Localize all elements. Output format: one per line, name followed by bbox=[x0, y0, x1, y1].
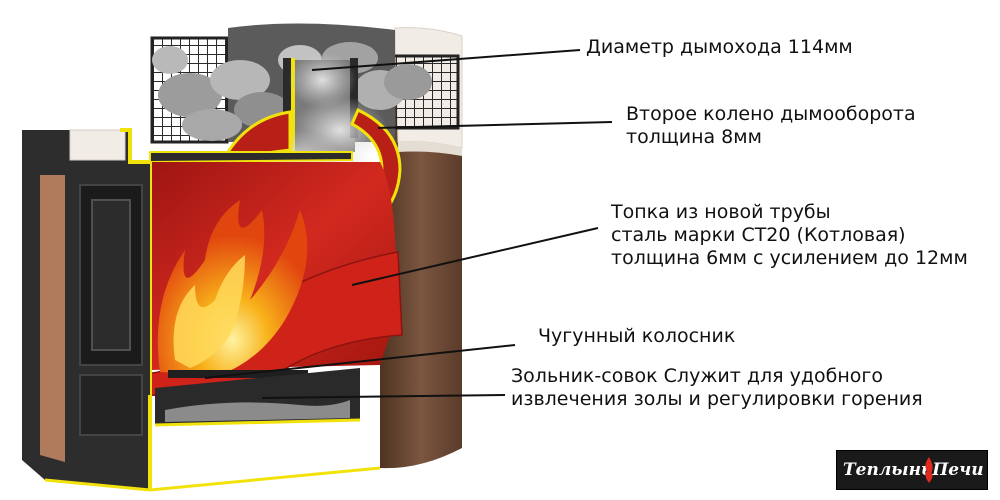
front-frame bbox=[22, 128, 381, 492]
label-grate: Чугунный колосник bbox=[538, 325, 735, 348]
leader-grate bbox=[204, 344, 516, 379]
label-line: Диаметр дымохода 114мм bbox=[586, 36, 853, 58]
logo-text-part2: Печи bbox=[932, 460, 984, 480]
label-second-knee: Второе колено дымооборота толщина 8мм bbox=[626, 103, 916, 149]
label-line: толщина 8мм bbox=[626, 126, 762, 148]
firebox-top-plate bbox=[149, 151, 353, 164]
logo-text-part1: Теплынь bbox=[843, 460, 933, 480]
leader-ash-pan bbox=[261, 394, 506, 399]
flame-icon bbox=[925, 457, 933, 483]
label-chimney-diameter: Диаметр дымохода 114мм bbox=[586, 36, 853, 59]
fire-flames bbox=[157, 200, 308, 375]
leader-second-knee bbox=[377, 121, 613, 129]
label-line: сталь марки СТ20 (Котловая) bbox=[611, 224, 906, 246]
label-line: Топка из новой трубы bbox=[611, 201, 831, 223]
label-line: извлечения золы и регулировки горения bbox=[511, 388, 923, 410]
brand-logo: ТеплыньПечи bbox=[836, 450, 988, 490]
label-ash-pan: Зольник-совок Служит для удобного извлеч… bbox=[511, 365, 923, 411]
label-firebox: Топка из новой трубы сталь марки СТ20 (К… bbox=[611, 201, 968, 270]
label-line: Зольник-совок Служит для удобного bbox=[511, 365, 884, 387]
leader-firebox bbox=[351, 227, 599, 286]
leader-lines bbox=[204, 49, 613, 399]
label-line: Чугунный колосник bbox=[538, 325, 736, 347]
leader-chimney bbox=[311, 49, 581, 71]
ash-pan bbox=[154, 368, 361, 427]
label-line: толщина 6мм с усилением до 12мм bbox=[611, 247, 968, 269]
label-line: Второе колено дымооборота bbox=[626, 103, 916, 125]
